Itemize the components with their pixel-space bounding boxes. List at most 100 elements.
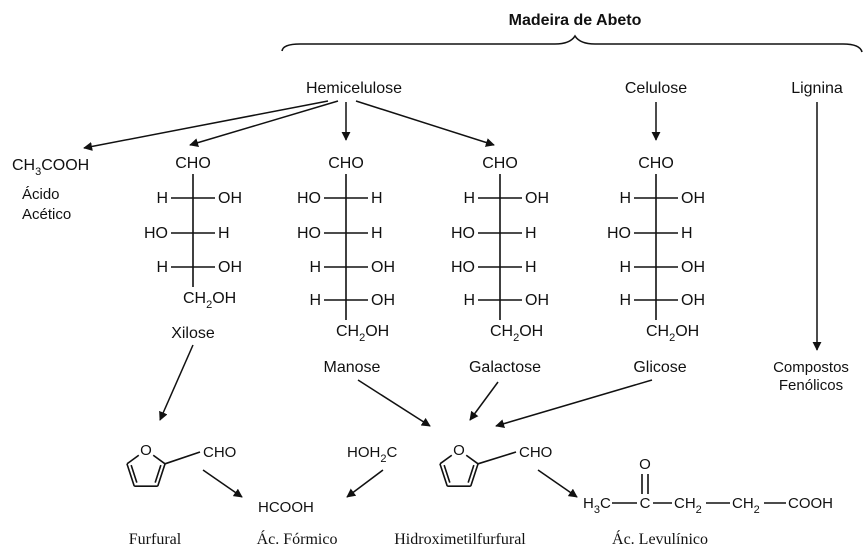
- levulinic-carbonyl-o: O: [639, 456, 651, 473]
- fischer-bottom-ch2oh: CH2OH: [490, 323, 543, 344]
- arrow-hemicellulose-to-xylose: [189, 100, 339, 148]
- arrow-galactose-to-hmf: [469, 381, 499, 421]
- arrow-glucose-to-hmf: [495, 379, 653, 429]
- hemicellulose-label: Hemicelulose: [306, 80, 402, 97]
- hmf-name: Hidroximetilfurfural: [394, 531, 526, 548]
- furan-double-bond: [154, 464, 162, 483]
- furan-oxygen: O: [453, 442, 465, 459]
- phenolics-line1: Compostos: [773, 359, 849, 376]
- diagram-title: Madeira de Abeto: [509, 12, 642, 29]
- fischer-left-group: H: [619, 190, 631, 207]
- formic-acid-name: Ác. Fórmico: [257, 529, 338, 548]
- fischer-top-cho: CHO: [175, 155, 211, 172]
- fischer-bottom-ch2oh: CH2OH: [336, 323, 389, 344]
- arrow-furfural-to-formic: [202, 469, 243, 498]
- fischer-left-group: H: [156, 259, 168, 276]
- fischer-bottom-ch2oh: CH2OH: [183, 290, 236, 311]
- hmf-cho: CHO: [519, 444, 552, 461]
- levulinic-h3c: H3C: [583, 495, 611, 516]
- arrow-mannose-to-hmf: [357, 379, 431, 427]
- furan-bond: [156, 463, 166, 487]
- fischer-right-group: H: [525, 225, 537, 242]
- fischer-left-group: H: [463, 292, 475, 309]
- arrow-hemicellulose-to-acetic: [83, 100, 329, 151]
- levulinic-acid-name: Ác. Levulínico: [612, 529, 708, 548]
- fischer-bottom-ch2oh: CH2OH: [646, 323, 699, 344]
- fischer-right-group: H: [218, 225, 230, 242]
- fischer-right-group: OH: [371, 292, 395, 309]
- acetic-acid-name-line2: Acético: [22, 206, 71, 223]
- levulinic-carbonyl-c: C: [640, 495, 651, 512]
- levulinic-cooh: COOH: [788, 495, 833, 512]
- mannose-label: Manose: [324, 359, 381, 376]
- fischer-left-group: HO: [297, 225, 321, 242]
- furan-double-bond: [443, 464, 451, 483]
- furan-bond: [126, 463, 136, 487]
- acetic-acid-formula: CH3COOH: [12, 157, 89, 178]
- fischer-right-group: OH: [371, 259, 395, 276]
- fischer-right-group: H: [371, 225, 383, 242]
- fischer-right-group: OH: [681, 292, 705, 309]
- title-brace: [281, 34, 863, 53]
- fischer-left-group: H: [309, 259, 321, 276]
- arrow-hmf-to-levulinic: [537, 469, 578, 498]
- lignin-label: Lignina: [791, 80, 843, 97]
- fischer-right-group: H: [525, 259, 537, 276]
- fischer-left-group: HO: [144, 225, 168, 242]
- fischer-right-group: OH: [525, 190, 549, 207]
- fischer-top-cho: CHO: [482, 155, 518, 172]
- glucose-label: Glicose: [633, 359, 686, 376]
- furan-oxygen: O: [140, 442, 152, 459]
- furfural-structure: O: [126, 442, 201, 487]
- furan-bond: [469, 463, 479, 487]
- furan-bond: [439, 463, 449, 487]
- arrow-hmf-to-formic: [346, 469, 384, 498]
- fischer-left-group: H: [619, 292, 631, 309]
- arrow-xylose-to-furfural: [159, 344, 194, 421]
- fischer-right-group: OH: [681, 190, 705, 207]
- furan-substituent-bond: [164, 451, 201, 465]
- formic-acid-formula: HCOOH: [258, 499, 314, 516]
- fischer-left-group: HO: [451, 259, 475, 276]
- levulinic-acid-structure: O H3C C CH2 CH2 COOH: [583, 456, 833, 516]
- fischer-right-group: OH: [218, 190, 242, 207]
- levulinic-ch2-b: CH2: [732, 495, 760, 516]
- acetic-acid-name-line1: Ácido: [22, 186, 60, 203]
- fischer-left-group: HO: [607, 225, 631, 242]
- hmf-structure: O: [439, 442, 517, 487]
- fischer-right-group: OH: [681, 259, 705, 276]
- conversion-arrows: [159, 344, 653, 498]
- furan-substituent-bond: [477, 451, 517, 465]
- xylose-label: Xilose: [171, 325, 215, 342]
- furan-bond: [439, 454, 453, 465]
- fischer-right-group: H: [371, 190, 383, 207]
- furan-bond: [152, 454, 166, 465]
- fischer-right-group: H: [681, 225, 693, 242]
- furfural-name: Furfural: [129, 531, 182, 548]
- furan-double-bond: [130, 464, 138, 483]
- furan-bond: [465, 454, 479, 465]
- source-arrows: [83, 100, 822, 351]
- furan-bond: [126, 454, 140, 465]
- fischer-top-cho: CHO: [328, 155, 364, 172]
- fischer-left-group: H: [309, 292, 321, 309]
- fischer-right-group: OH: [218, 259, 242, 276]
- fischer-top-cho: CHO: [638, 155, 674, 172]
- fischer-left-group: H: [156, 190, 168, 207]
- furan-double-bond: [467, 464, 475, 483]
- hmf-hydroxymethyl-group: HOH2C: [347, 444, 397, 465]
- galactose-label: Galactose: [469, 359, 541, 376]
- cellulose-label: Celulose: [625, 80, 687, 97]
- levulinic-ch2-a: CH2: [674, 495, 702, 516]
- fischer-right-group: OH: [525, 292, 549, 309]
- arrow-hemicellulose-to-galactose: [355, 100, 495, 147]
- fischer-left-group: HO: [297, 190, 321, 207]
- fischer-left-group: H: [463, 190, 475, 207]
- furfural-cho: CHO: [203, 444, 236, 461]
- phenolics-line2: Fenólicos: [779, 377, 843, 394]
